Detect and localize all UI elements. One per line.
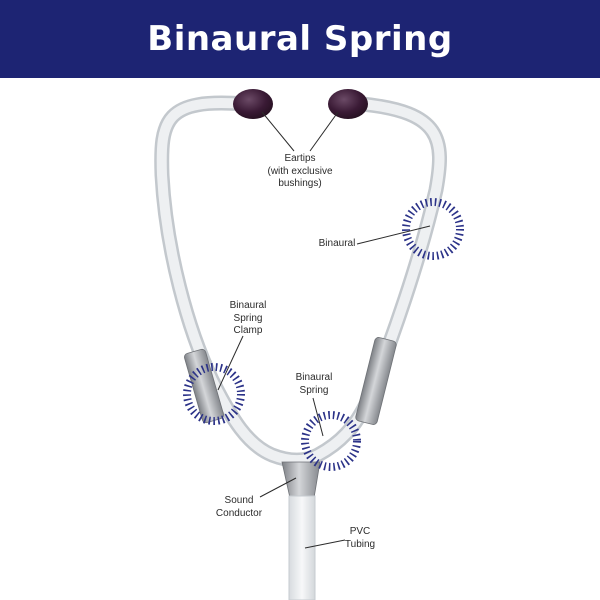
label-spring-clamp-line1: Binaural: [229, 300, 267, 311]
label-binaural-spring-line2: Spring: [299, 384, 329, 396]
right-eartip: [328, 89, 368, 119]
label-binaural: Binaural: [312, 238, 362, 251]
leader-lines: [217, 111, 431, 549]
label-eartips-line1: Eartips: [284, 153, 316, 164]
label-pvc-tubing-line2: Tubing: [344, 538, 376, 550]
leader-line-eartip-left: [261, 111, 295, 152]
label-spring-clamp-line3: Clamp: [233, 325, 263, 336]
label-binaural-spring-line1: Binaural: [295, 372, 333, 383]
label-spring-clamp-line2: Spring: [233, 312, 263, 324]
sound-conductor: [281, 461, 321, 499]
label-pvc-tubing: PVC Tubing: [338, 526, 382, 551]
highlight-ring-binaural-spring: [301, 411, 361, 471]
label-eartips-line3: bushings): [278, 178, 322, 189]
binaural-tubing: [154, 95, 448, 468]
leader-line-sound-conductor: [259, 477, 297, 498]
leader-line-spring-clamp: [217, 335, 244, 391]
page-title: Binaural Spring: [147, 19, 453, 59]
highlight-ring-binaural: [402, 198, 464, 260]
label-binaural-line1: Binaural: [318, 238, 356, 249]
label-eartips-line2: (with exclusive: [267, 165, 333, 177]
label-sound-conductor: Sound Conductor: [208, 495, 270, 520]
label-binaural-spring: Binaural Spring: [288, 372, 340, 397]
right-spring-clamp: [355, 337, 397, 425]
leader-line-binaural: [356, 225, 431, 245]
left-eartip: [233, 89, 273, 119]
highlight-ring-spring-clamp: [183, 363, 245, 425]
label-spring-clamp: Binaural Spring Clamp: [222, 300, 274, 338]
label-sound-conductor-line2: Conductor: [215, 507, 263, 519]
pvc-tubing: [288, 495, 316, 600]
title-banner: Binaural Spring: [0, 0, 600, 78]
leader-line-binaural-spring: [312, 397, 324, 437]
leader-line-eartip-right: [309, 111, 339, 152]
label-sound-conductor-line1: Sound: [224, 495, 254, 506]
label-pvc-tubing-line1: PVC: [349, 526, 371, 537]
leader-line-pvc-tubing: [304, 539, 346, 549]
label-eartips: Eartips (with exclusive bushings): [262, 153, 338, 191]
